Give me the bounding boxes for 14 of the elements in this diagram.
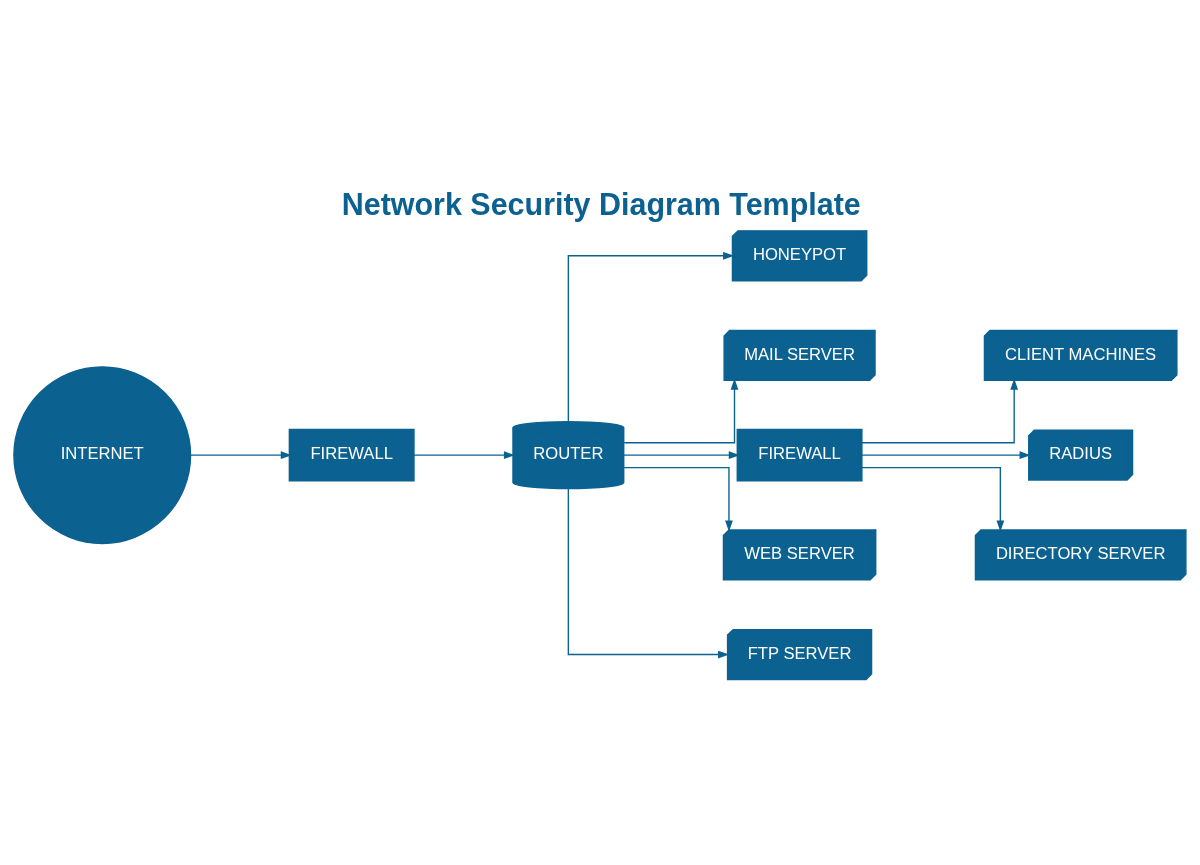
diagram-title: Network Security Diagram Template (341, 186, 861, 221)
arrow (860, 450, 1031, 459)
arrow (623, 450, 740, 459)
arrow (860, 466, 1005, 532)
arrow (189, 450, 292, 459)
node-circle: INTERNET (13, 365, 192, 544)
node-box: FIREWALL (288, 428, 415, 481)
arrow (413, 450, 515, 459)
arrow (623, 466, 733, 532)
arrow (623, 378, 739, 443)
arrow (567, 251, 735, 422)
arrow (860, 378, 1019, 443)
arrow (567, 487, 730, 658)
node-box: FIREWALL (736, 428, 863, 481)
